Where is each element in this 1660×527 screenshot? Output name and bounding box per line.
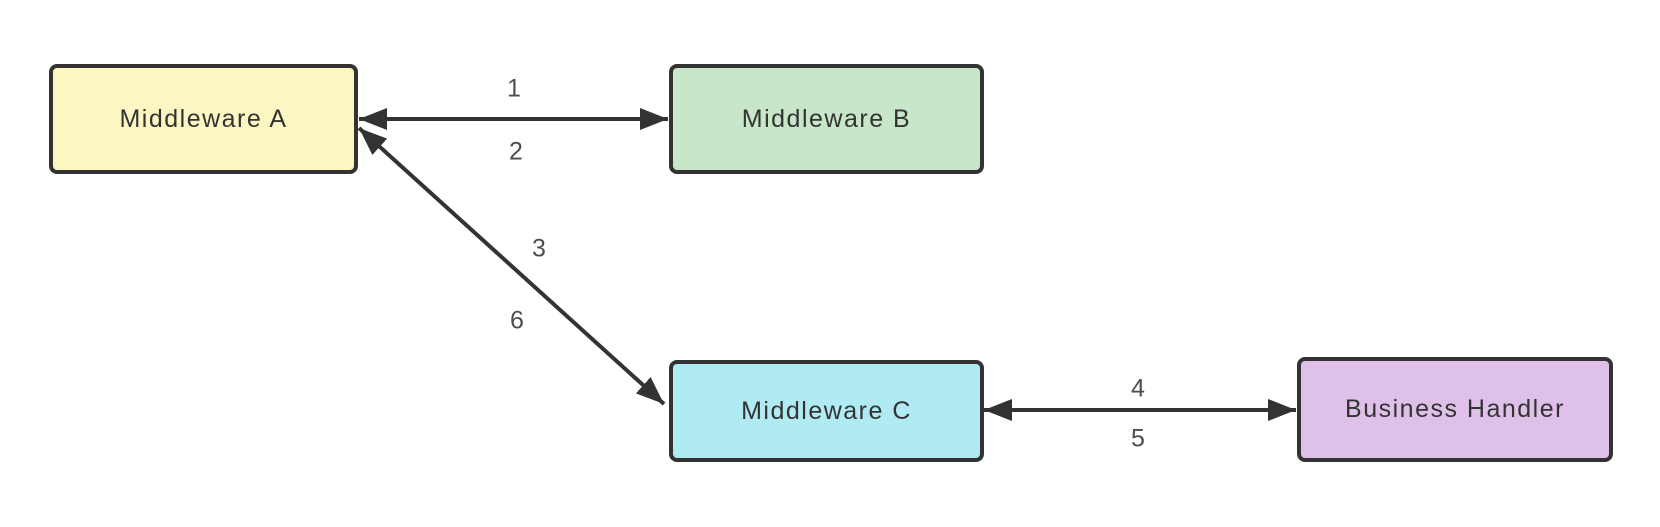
node-middleware-a: Middleware A (49, 64, 358, 174)
node-middleware-c-label: Middleware C (741, 396, 912, 425)
node-business-handler-label: Business Handler (1345, 395, 1565, 423)
node-middleware-a-label: Middleware A (119, 104, 288, 133)
edge-c-bh-reverse-label: 5 (1131, 424, 1145, 453)
edge-a-b-reverse-label: 2 (509, 137, 523, 166)
node-middleware-b-label: Middleware B (741, 104, 912, 133)
node-middleware-c: Middleware C (669, 360, 984, 462)
node-business-handler: Business Handler (1297, 357, 1613, 462)
edge-c-bh-forward-label: 4 (1131, 374, 1145, 403)
edge-middleware-a-middleware-c (357, 126, 666, 406)
node-middleware-b: Middleware B (669, 64, 984, 174)
edge-a-c-reverse-label: 6 (510, 306, 524, 335)
edge-a-c-forward-label: 3 (532, 234, 546, 263)
edge-a-b-forward-label: 1 (507, 74, 521, 103)
